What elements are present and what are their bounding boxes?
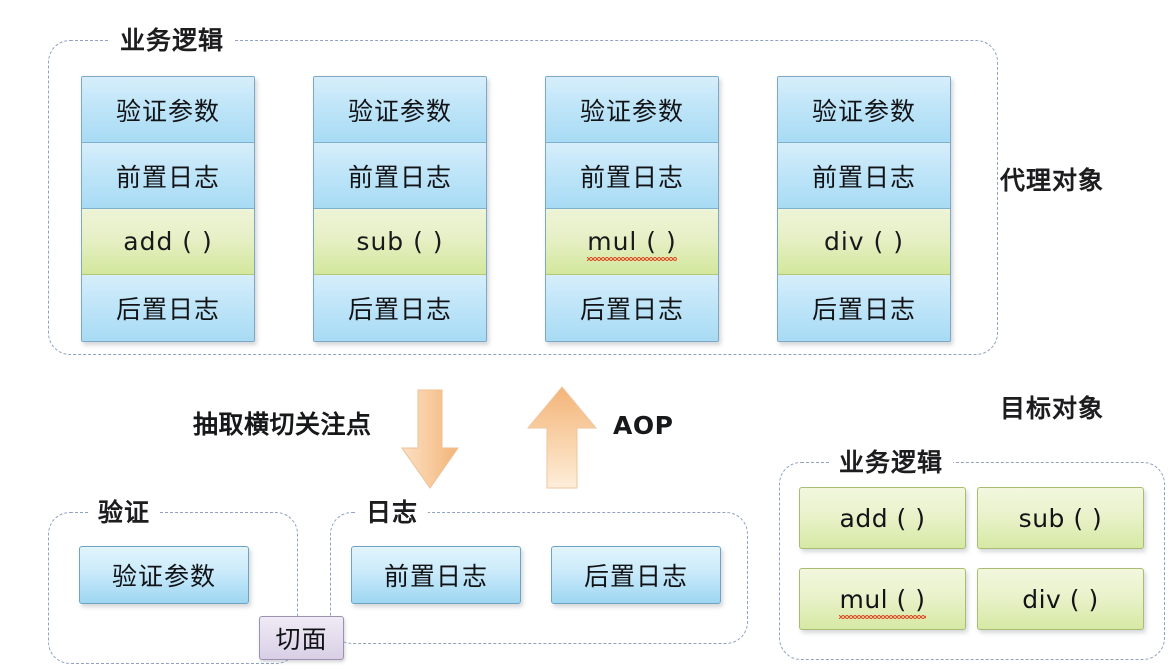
proxy-cell-method: mul ( ) bbox=[546, 209, 718, 275]
extract-crosscutting-label: 抽取横切关注点 bbox=[193, 410, 372, 439]
method-label: sub ( ) bbox=[1018, 503, 1103, 533]
method-label: sub ( ) bbox=[356, 227, 444, 256]
proxy-column-div[interactable]: 验证参数 前置日志 div ( ) 后置日志 bbox=[777, 76, 951, 342]
proxy-cell-validate: 验证参数 bbox=[82, 77, 254, 143]
target-business-logic-group-label: 业务逻辑 bbox=[829, 450, 954, 475]
target-method-div[interactable]: div ( ) bbox=[977, 568, 1144, 630]
proxy-business-logic-group-label: 业务逻辑 bbox=[110, 28, 235, 53]
proxy-cell-after-log: 后置日志 bbox=[82, 275, 254, 341]
logging-group-label: 日志 bbox=[356, 500, 429, 525]
proxy-cell-before-log: 前置日志 bbox=[546, 143, 718, 209]
method-label: add ( ) bbox=[839, 503, 926, 533]
proxy-cell-method: div ( ) bbox=[778, 209, 950, 275]
proxy-cell-after-log: 后置日志 bbox=[778, 275, 950, 341]
proxy-cell-validate: 验证参数 bbox=[546, 77, 718, 143]
proxy-object-title: 代理对象 bbox=[1000, 166, 1105, 195]
validation-group bbox=[48, 512, 298, 664]
aop-label: AOP bbox=[613, 411, 674, 440]
proxy-cell-method: add ( ) bbox=[82, 209, 254, 275]
before-log-box[interactable]: 前置日志 bbox=[351, 546, 521, 604]
proxy-cell-before-log: 前置日志 bbox=[314, 143, 486, 209]
proxy-column-mul[interactable]: 验证参数 前置日志 mul ( ) 后置日志 bbox=[545, 76, 719, 342]
proxy-cell-after-log: 后置日志 bbox=[314, 275, 486, 341]
target-business-logic-group bbox=[779, 462, 1165, 660]
target-method-sub[interactable]: sub ( ) bbox=[977, 487, 1144, 549]
proxy-cell-validate: 验证参数 bbox=[778, 77, 950, 143]
validation-group-label: 验证 bbox=[88, 500, 161, 525]
proxy-cell-validate: 验证参数 bbox=[314, 77, 486, 143]
after-log-box[interactable]: 后置日志 bbox=[551, 546, 721, 604]
proxy-cell-after-log: 后置日志 bbox=[546, 275, 718, 341]
proxy-cell-before-log: 前置日志 bbox=[82, 143, 254, 209]
method-label-misspelled: mul ( ) bbox=[839, 584, 926, 619]
target-method-add[interactable]: add ( ) bbox=[799, 487, 966, 549]
method-label: add ( ) bbox=[123, 227, 213, 256]
aspect-badge[interactable]: 切面 bbox=[259, 616, 344, 660]
validation-param-box[interactable]: 验证参数 bbox=[79, 546, 249, 604]
proxy-column-add[interactable]: 验证参数 前置日志 add ( ) 后置日志 bbox=[81, 76, 255, 342]
method-label-misspelled: mul ( ) bbox=[587, 227, 677, 261]
proxy-cell-method: sub ( ) bbox=[314, 209, 486, 275]
proxy-cell-before-log: 前置日志 bbox=[778, 143, 950, 209]
proxy-column-sub[interactable]: 验证参数 前置日志 sub ( ) 后置日志 bbox=[313, 76, 487, 342]
logging-group bbox=[330, 512, 748, 644]
target-object-title: 目标对象 bbox=[1000, 394, 1105, 423]
method-label: div ( ) bbox=[1022, 584, 1099, 614]
proxy-business-logic-group bbox=[48, 40, 998, 355]
method-label: div ( ) bbox=[823, 227, 904, 256]
arrow-up-icon bbox=[526, 386, 598, 489]
target-method-mul[interactable]: mul ( ) bbox=[799, 568, 966, 630]
arrow-down-icon bbox=[401, 389, 459, 489]
